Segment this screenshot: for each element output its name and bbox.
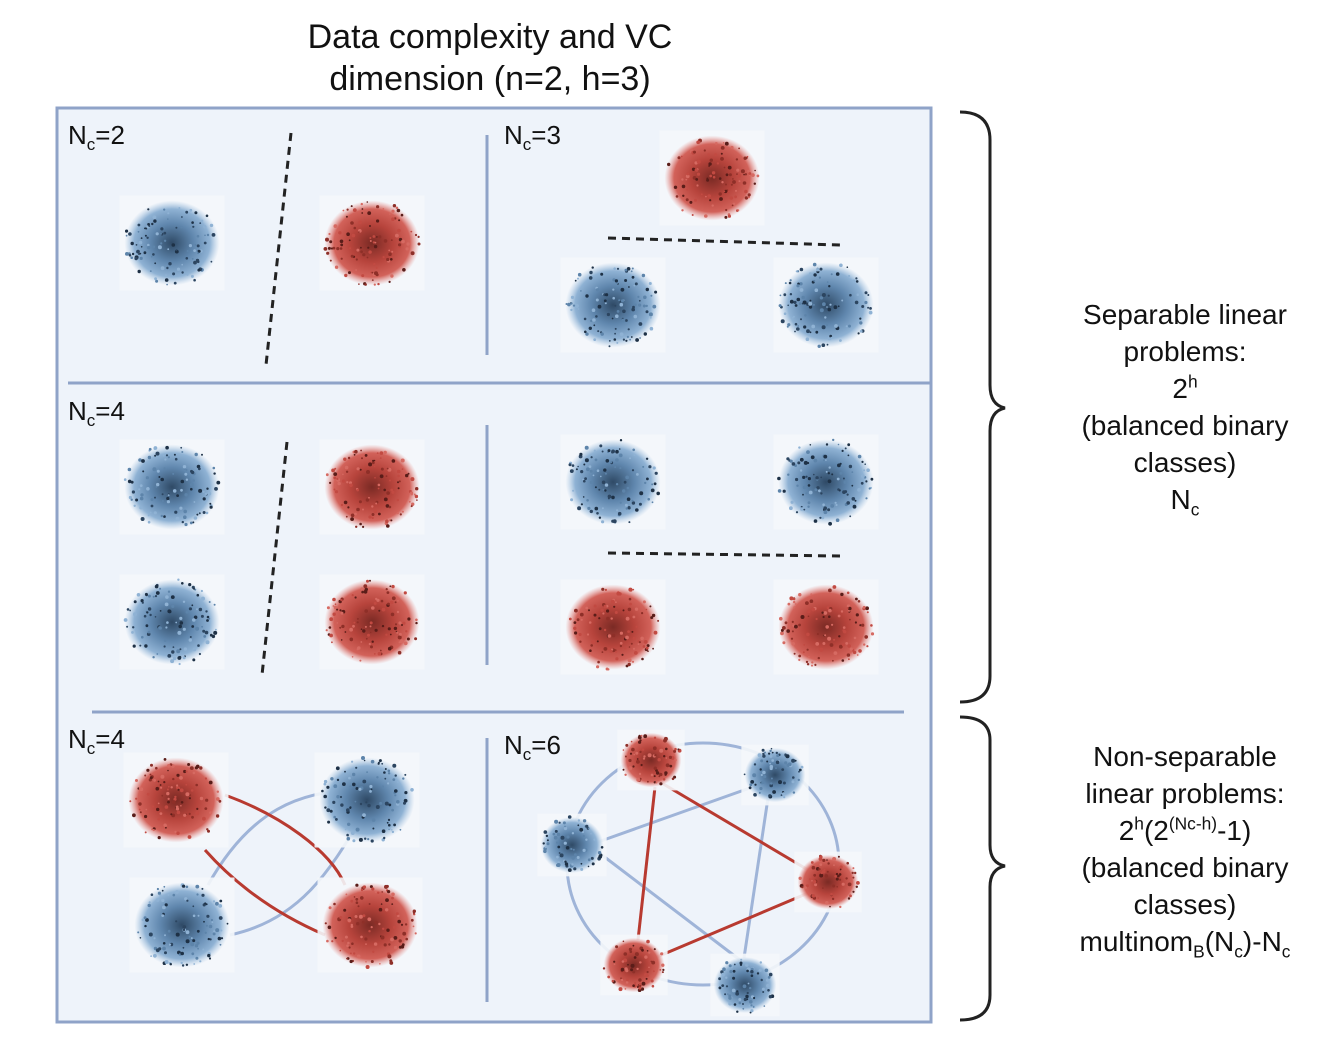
blue-edge (597, 850, 741, 962)
nonseparable-line-2: linear problems: (1085, 778, 1285, 809)
separable-line-1: Separable linear (1083, 299, 1287, 330)
panel-label-nc4-xor: Nc=4 (68, 724, 125, 758)
blue-cluster (741, 744, 809, 806)
blue-cluster (773, 434, 879, 530)
brace-nonseparable (959, 715, 1006, 1022)
blue-cluster (560, 434, 666, 530)
clusters-layer (119, 130, 879, 1017)
nonseparable-multinom: multinomB(Nc)-Nc (1079, 926, 1291, 962)
nonseparable-line-5: classes) (1133, 889, 1237, 920)
blue-cluster (773, 257, 879, 353)
blue-cluster (710, 953, 780, 1017)
panel-label-nc3: Nc=3 (504, 120, 561, 154)
separable-line-4: (balanced binary (1081, 410, 1289, 441)
red-cluster (794, 851, 862, 913)
separator-line-nc4-vertical (260, 441, 289, 676)
blue-cluster (314, 752, 420, 848)
nonseparable-line-4: (balanced binary (1081, 852, 1289, 883)
separable-line-2: problems: (1123, 336, 1247, 367)
panel-label-nc6: Nc=6 (504, 730, 561, 764)
blue-cluster (119, 574, 225, 670)
nonseparable-formula: 2h(2(Nc-h)-1) (1118, 813, 1252, 846)
red-cluster (319, 574, 425, 670)
separable-line-5: classes) (1133, 447, 1237, 478)
red-cluster (123, 752, 229, 848)
title-line-2: dimension (n=2, h=3) (329, 60, 651, 98)
red-cluster (617, 729, 685, 791)
separable-nc: Nc (1170, 484, 1200, 520)
separator-line-nc3 (607, 236, 841, 247)
nonseparable-annotation: Non-separable linear problems: 2h(2(Nc-h… (1040, 738, 1330, 960)
red-cluster (319, 195, 425, 291)
brace-separable (959, 110, 1006, 704)
blue-cluster (560, 257, 666, 353)
red-cluster (317, 877, 423, 973)
nonseparable-line-1: Non-separable (1093, 741, 1277, 772)
title-line-1: Data complexity and VC (307, 18, 673, 56)
separable-annotation: Separable linear problems: 2h (balanced … (1040, 296, 1330, 518)
blue-cluster (129, 877, 235, 973)
blue-edge (742, 797, 770, 959)
diagram-title: Data complexity and VC dimension (n=2, h… (220, 16, 760, 100)
separator-line-nc2 (264, 132, 293, 366)
red-edge (636, 786, 657, 941)
panel-label-nc2: Nc=2 (68, 120, 125, 154)
red-cluster (659, 130, 765, 226)
red-edge (224, 793, 347, 886)
panel-label-nc4-separable: Nc=4 (68, 396, 125, 430)
blue-cluster (119, 195, 225, 291)
blue-cluster (537, 813, 607, 877)
red-cluster (560, 579, 666, 675)
red-cluster (319, 439, 425, 535)
red-cluster (773, 579, 879, 675)
red-cluster (600, 934, 668, 996)
separator-line-nc4-horizontal (607, 551, 841, 558)
red-edge (203, 849, 326, 937)
red-edge (644, 886, 821, 964)
blue-cluster (119, 439, 225, 535)
separable-formula: 2h (1172, 371, 1198, 404)
